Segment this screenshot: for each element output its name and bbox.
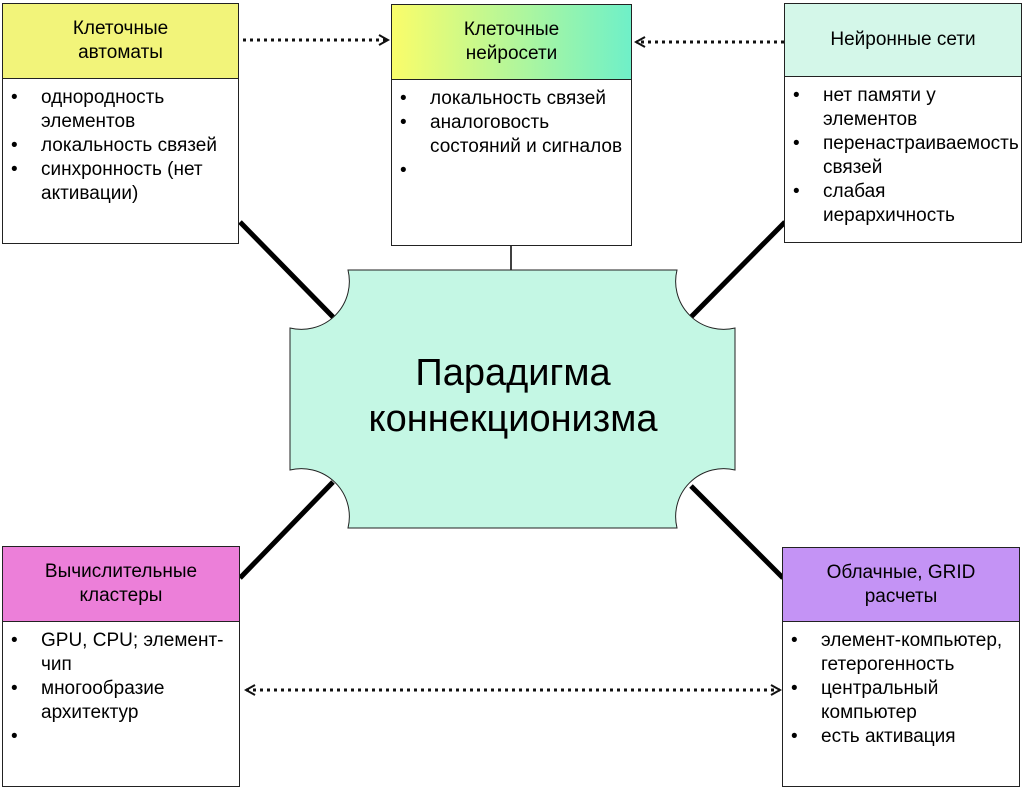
center-title: Парадигма коннекционизма: [368, 352, 658, 440]
box-cellular-automata-title: Клеточные автоматы: [72, 18, 169, 63]
box-cellular-nn-header: Клеточные нейросети: [391, 4, 632, 80]
list-item: аналоговость состояний и сигналов: [400, 111, 629, 159]
box-clusters-body: GPU, CPU; элемент-чип многообразие архит…: [2, 621, 240, 787]
list-item: перенастраиваемость связей: [793, 132, 1019, 180]
list-item: есть активация: [791, 725, 1017, 749]
center-paradigm-shape: [289, 269, 736, 529]
connector-clusters-center: [238, 480, 335, 580]
box-cloud-header: Облачные, GRID расчеты: [782, 547, 1020, 622]
list-item: GPU, CPU; элемент-чип: [11, 629, 237, 677]
box-neural-nets-header: Нейронные сети: [784, 3, 1022, 77]
list-item: синхронность (нет активации): [11, 158, 236, 206]
box-neural-nets-body: нет памяти у элементов перенастраиваемос…: [784, 76, 1022, 243]
box-neural-nets-title: Нейронные сети: [830, 29, 976, 50]
connector-automata-center: [238, 220, 335, 319]
list-item: слабая иерархичность: [793, 180, 1019, 228]
box-clusters-header: Вычислительные кластеры: [2, 546, 240, 622]
list-item: центральный компьютер: [791, 677, 1017, 725]
box-clusters-title: Вычислительные кластеры: [44, 561, 198, 606]
box-cloud-title: Облачные, GRID расчеты: [826, 561, 976, 607]
list-item: локальность связей: [11, 134, 236, 158]
list-item: многообразие архитектур: [11, 677, 237, 725]
box-cloud-body: элемент-компьютер, гетерогенность центра…: [782, 621, 1020, 787]
list-item: локальность связей: [400, 87, 629, 111]
box-cellular-automata-header: Клеточные автоматы: [2, 3, 239, 79]
list-item: элемент-компьютер, гетерогенность: [791, 629, 1017, 677]
list-item: [11, 725, 237, 749]
connector-neuralnets-center: [689, 220, 787, 319]
box-cellular-nn-body: локальность связей аналоговость состояни…: [391, 79, 632, 246]
list-item: [400, 159, 629, 183]
list-item: нет памяти у элементов: [793, 84, 1019, 132]
box-cellular-nn-title: Клеточные нейросети: [463, 19, 560, 64]
box-cellular-automata-body: однородность элементов локальность связе…: [2, 78, 239, 244]
list-item: однородность элементов: [11, 86, 236, 134]
connector-cloud-center: [689, 484, 785, 580]
